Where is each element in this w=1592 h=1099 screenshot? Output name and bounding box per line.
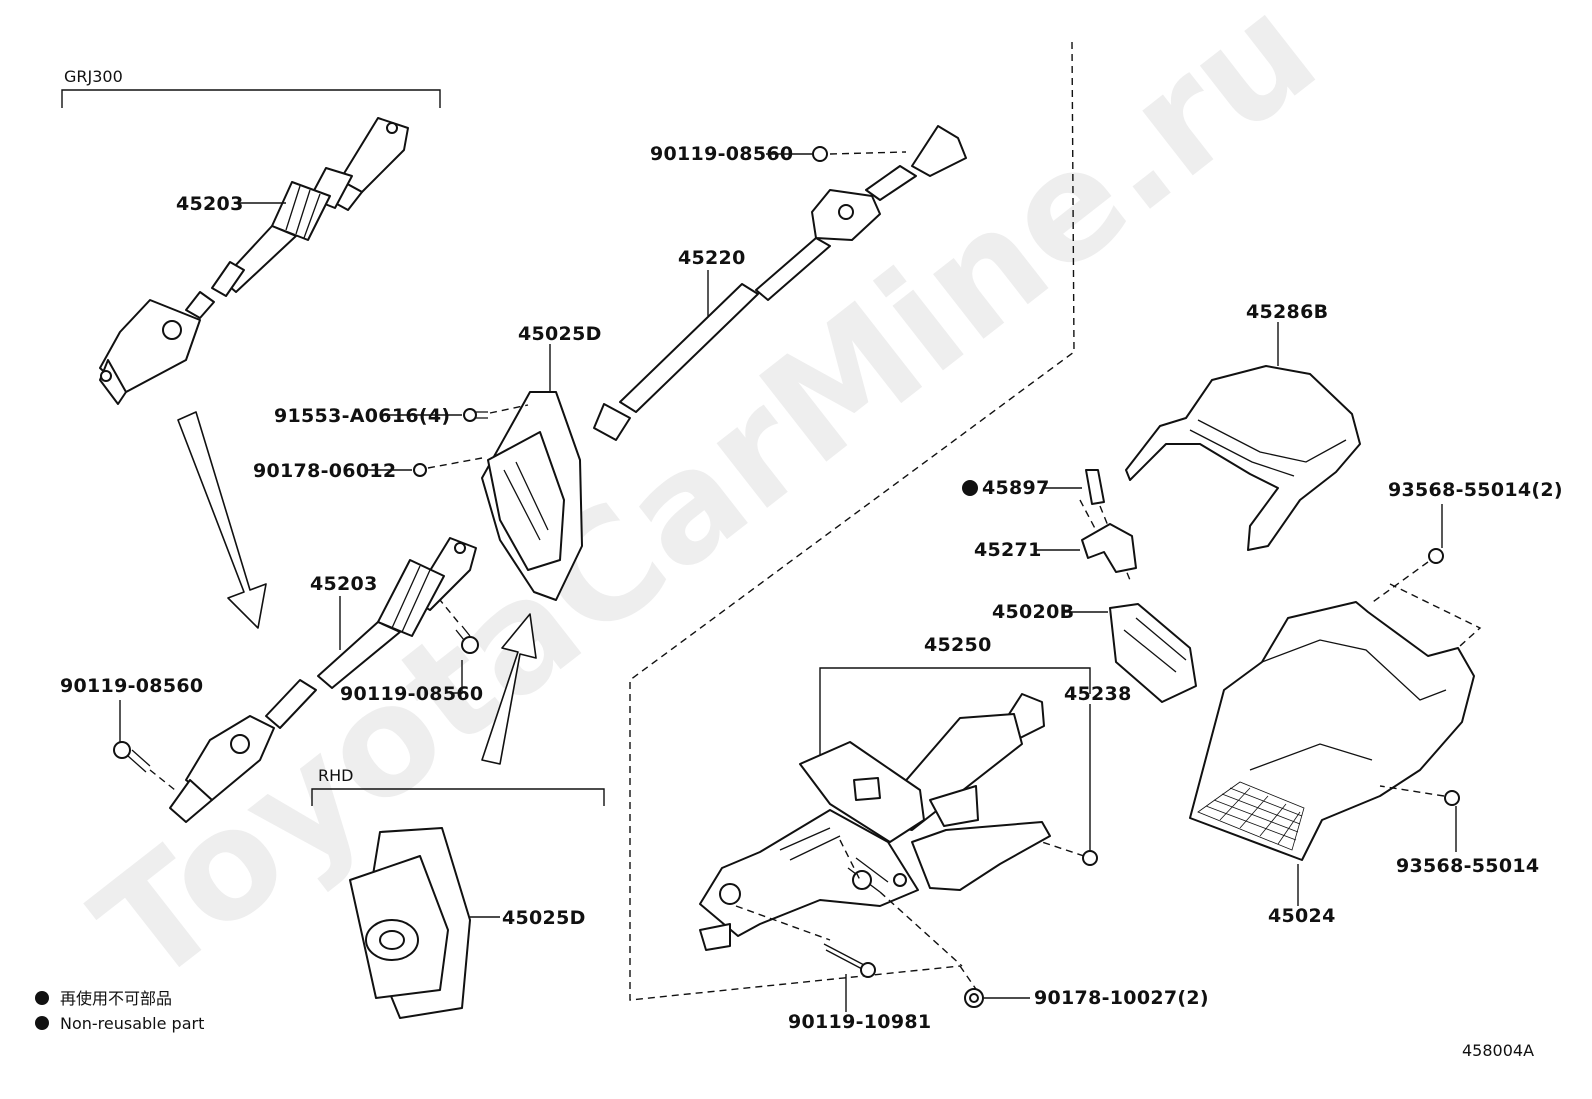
legend-mark-jp [35,991,49,1005]
intermediate-shaft-bottom[interactable] [169,537,477,823]
label-45025D-top: 45025D [518,323,602,345]
legend-text-jp: 再使用不可部品 [60,989,172,1008]
label-45203-top: 45203 [176,193,244,215]
label-90178-06012: 90178-06012 [253,460,396,482]
label-90119-10981: 90119-10981 [788,1011,931,1033]
label-90119-08560-top: 90119-08560 [650,143,793,165]
bolt-90119-10981[interactable] [823,943,876,978]
figure-id: 458004A [1462,1041,1534,1060]
label-45897: 45897 [982,477,1050,499]
column-cover-lower[interactable] [1189,601,1475,861]
grj300-group: GRJ300 [61,67,441,108]
column-cover-upper[interactable] [1125,365,1361,551]
rhd-group: RHD [311,766,605,806]
screw-45897[interactable] [1085,469,1105,505]
label-90119-08560-left: 90119-08560 [60,675,203,697]
label-90119-08560-mid: 90119-08560 [340,683,483,705]
nut-90178-06012[interactable] [413,463,427,477]
flow-arrow-down [177,411,267,629]
non-reusable-mark-45897 [962,480,978,496]
label-45250: 45250 [924,634,992,656]
grj300-label: GRJ300 [64,67,123,86]
label-45271: 45271 [974,539,1042,561]
bolt-90119-08560-mid[interactable] [455,625,479,654]
label-45025D-bottom: 45025D [502,907,586,929]
bolt-90119-08560-left[interactable] [113,741,151,773]
switch-45020B[interactable] [1109,603,1197,703]
bolt-90119-08560-top[interactable] [812,146,828,162]
flow-arrow-up [481,613,537,765]
nut-90178-10027[interactable] [964,988,984,1008]
label-45020B: 45020B [992,601,1074,623]
label-45238: 45238 [1064,683,1132,705]
clip-45271[interactable] [1081,523,1137,573]
nut-45238[interactable] [1082,850,1098,866]
dust-boot-main[interactable] [481,391,583,601]
steering-shaft-45220[interactable] [593,125,967,441]
label-45220: 45220 [678,247,746,269]
bracket-45250 [819,667,1091,760]
bolt-91553-A0616[interactable] [463,408,488,422]
rhd-label: RHD [318,766,353,785]
label-90178-10027: 90178-10027(2) [1034,987,1209,1009]
label-93568-55014: 93568-55014 [1396,855,1539,877]
steering-column-assy[interactable] [699,693,1051,951]
label-93568-55014-2: 93568-55014(2) [1388,479,1563,501]
intermediate-shaft-top[interactable] [99,117,409,405]
legend-text-en: Non-reusable part [60,1014,204,1033]
label-45286B: 45286B [1246,301,1328,323]
dust-boot-rhd[interactable] [349,827,471,1019]
legend: 再使用不可部品 Non-reusable part [35,989,204,1033]
screw-93568-lower[interactable] [1444,790,1460,806]
label-45024: 45024 [1268,905,1336,927]
label-91553: 91553-A0616(4) [274,405,450,427]
screw-93568-upper[interactable] [1428,548,1444,564]
label-45203-bottom: 45203 [310,573,378,595]
legend-mark-en [35,1016,49,1030]
